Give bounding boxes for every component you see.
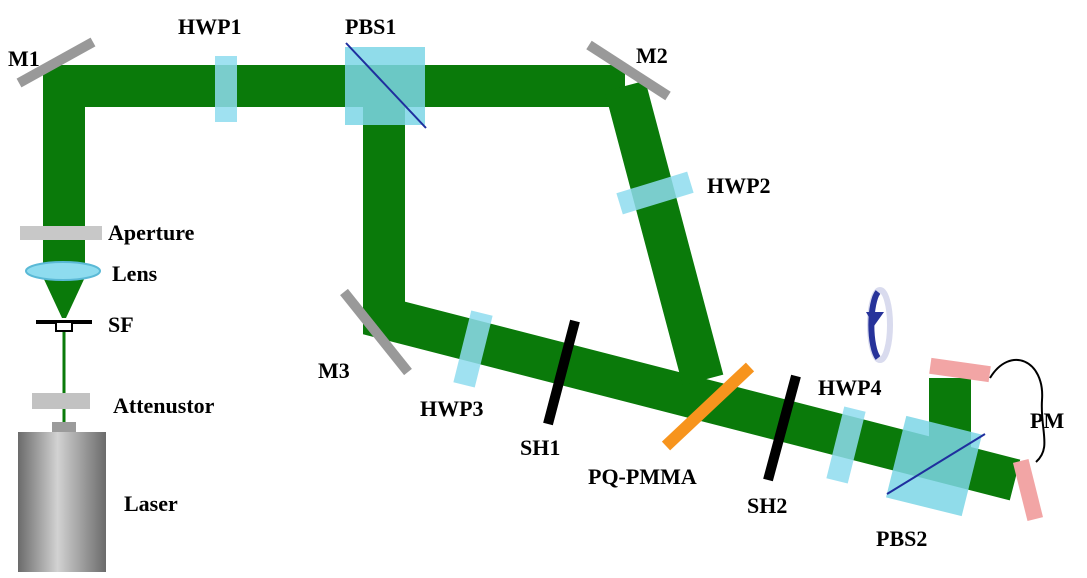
label-m3: M3 [318,358,350,383]
detector-right [1012,458,1044,522]
label-lens: Lens [112,261,158,286]
waveplate-hwp1 [215,56,237,122]
beam-upper-path [43,65,625,275]
mirror-m2 [586,40,671,101]
label-sh1: SH1 [520,435,560,460]
beam-expanding-cone [42,275,86,318]
mirror-m3 [340,288,412,376]
label-hwp3: HWP3 [420,396,484,421]
attenuator-block [32,393,90,409]
laser-body [18,432,106,572]
label-aperture: Aperture [108,220,195,245]
lens-element [25,261,101,281]
mirror-m1 [16,37,96,88]
laser-head-connector [52,422,76,434]
laser-beams [42,65,1021,501]
label-hwp1: HWP1 [178,14,242,39]
label-sh2: SH2 [747,493,787,518]
waveplate-hwp4 [826,406,866,484]
waveplate-hwp2 [616,171,694,215]
sample-pq-pmma [661,362,755,451]
beam-splitter-pbs1 [345,42,427,129]
label-laser: Laser [124,491,178,516]
label-attenuator: Attenustor [113,393,215,418]
detector-upper [929,357,991,383]
label-pbs2: PBS2 [876,526,927,551]
label-pbs1: PBS1 [345,14,396,39]
label-pm: PM [1030,408,1064,433]
label-hwp2: HWP2 [707,173,771,198]
aperture-plate [20,226,102,240]
label-hwp4: HWP4 [818,375,882,400]
spatial-filter [36,320,92,332]
beam-lower-path [363,86,1021,501]
rotation-arrow-icon [866,287,893,363]
label-pq-pmma: PQ-PMMA [588,464,697,489]
label-m2: M2 [636,43,668,68]
shutter-sh1 [543,319,580,426]
waveplate-hwp3 [453,310,493,388]
label-sf: SF [108,312,134,337]
beam-splitter-pbs2 [885,415,986,517]
label-m1: M1 [8,46,40,71]
power-meter-cable [989,358,1046,463]
shutter-sh2 [763,374,801,482]
beam-diagonal-path [604,80,724,386]
